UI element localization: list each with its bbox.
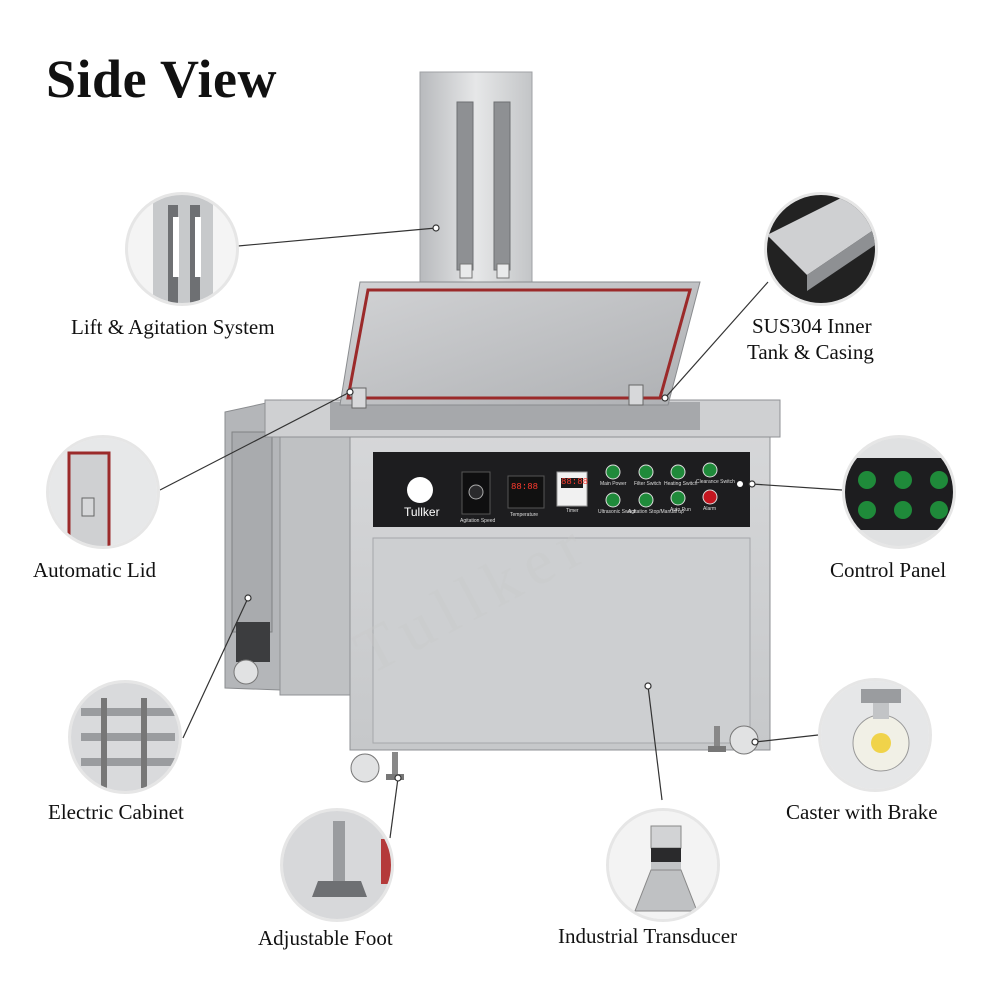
panel-button-label: Agitation Stop/Manual up bbox=[628, 509, 684, 515]
caster-detail bbox=[818, 678, 932, 792]
page-title: Side View bbox=[46, 49, 278, 109]
temperature-readout: 88:88 bbox=[511, 482, 539, 492]
agitation-speed-label: Agitation Speed bbox=[460, 518, 496, 524]
control-panel-detail bbox=[842, 435, 956, 549]
label-automatic-lid: Automatic Lid bbox=[33, 558, 157, 582]
label-tank-line1: SUS304 Inner bbox=[752, 314, 872, 338]
alarm-button bbox=[702, 489, 718, 505]
lift-column bbox=[419, 71, 533, 283]
electric-cabinet-detail bbox=[68, 680, 182, 794]
panel-button-label: Heating Switch bbox=[664, 481, 698, 487]
label-control-panel: Control Panel bbox=[830, 558, 947, 582]
agitation-speed-knob bbox=[468, 484, 484, 500]
automatic-lid-detail bbox=[46, 435, 160, 549]
panel-controls bbox=[407, 462, 743, 515]
open-lid bbox=[339, 281, 701, 409]
panel-button-label: Main Power bbox=[600, 481, 627, 487]
panel-brand-text: Tullker bbox=[404, 505, 440, 519]
label-transducer: Industrial Transducer bbox=[558, 924, 738, 948]
panel-button-label: Ultrasonic Switch bbox=[598, 509, 637, 515]
machine-body bbox=[264, 399, 781, 751]
transducer-detail bbox=[606, 808, 720, 922]
timer-readout: 88:88 bbox=[561, 477, 589, 487]
label-adjustable-foot: Adjustable Foot bbox=[258, 926, 393, 950]
adjustable-foot-detail bbox=[280, 808, 394, 922]
casters-and-feet bbox=[233, 659, 759, 783]
label-tank-line2: Tank & Casing bbox=[747, 340, 874, 364]
panel-button-label: Clearance Switch bbox=[696, 479, 735, 485]
lift-system-detail bbox=[125, 192, 239, 306]
stainless-steel-detail bbox=[764, 192, 878, 306]
panel-button-label: Filter Switch bbox=[634, 481, 662, 487]
label-caster: Caster with Brake bbox=[786, 800, 938, 824]
label-lift-system: Lift & Agitation System bbox=[71, 315, 275, 339]
panel-button-label: Alarm bbox=[703, 506, 717, 512]
temperature-label: Temperature bbox=[510, 512, 539, 518]
panel-button-label: Auto Run bbox=[670, 507, 691, 513]
timer-label: Timer bbox=[566, 508, 579, 514]
label-electric-cabinet: Electric Cabinet bbox=[48, 800, 184, 824]
brand-logo bbox=[407, 477, 433, 503]
